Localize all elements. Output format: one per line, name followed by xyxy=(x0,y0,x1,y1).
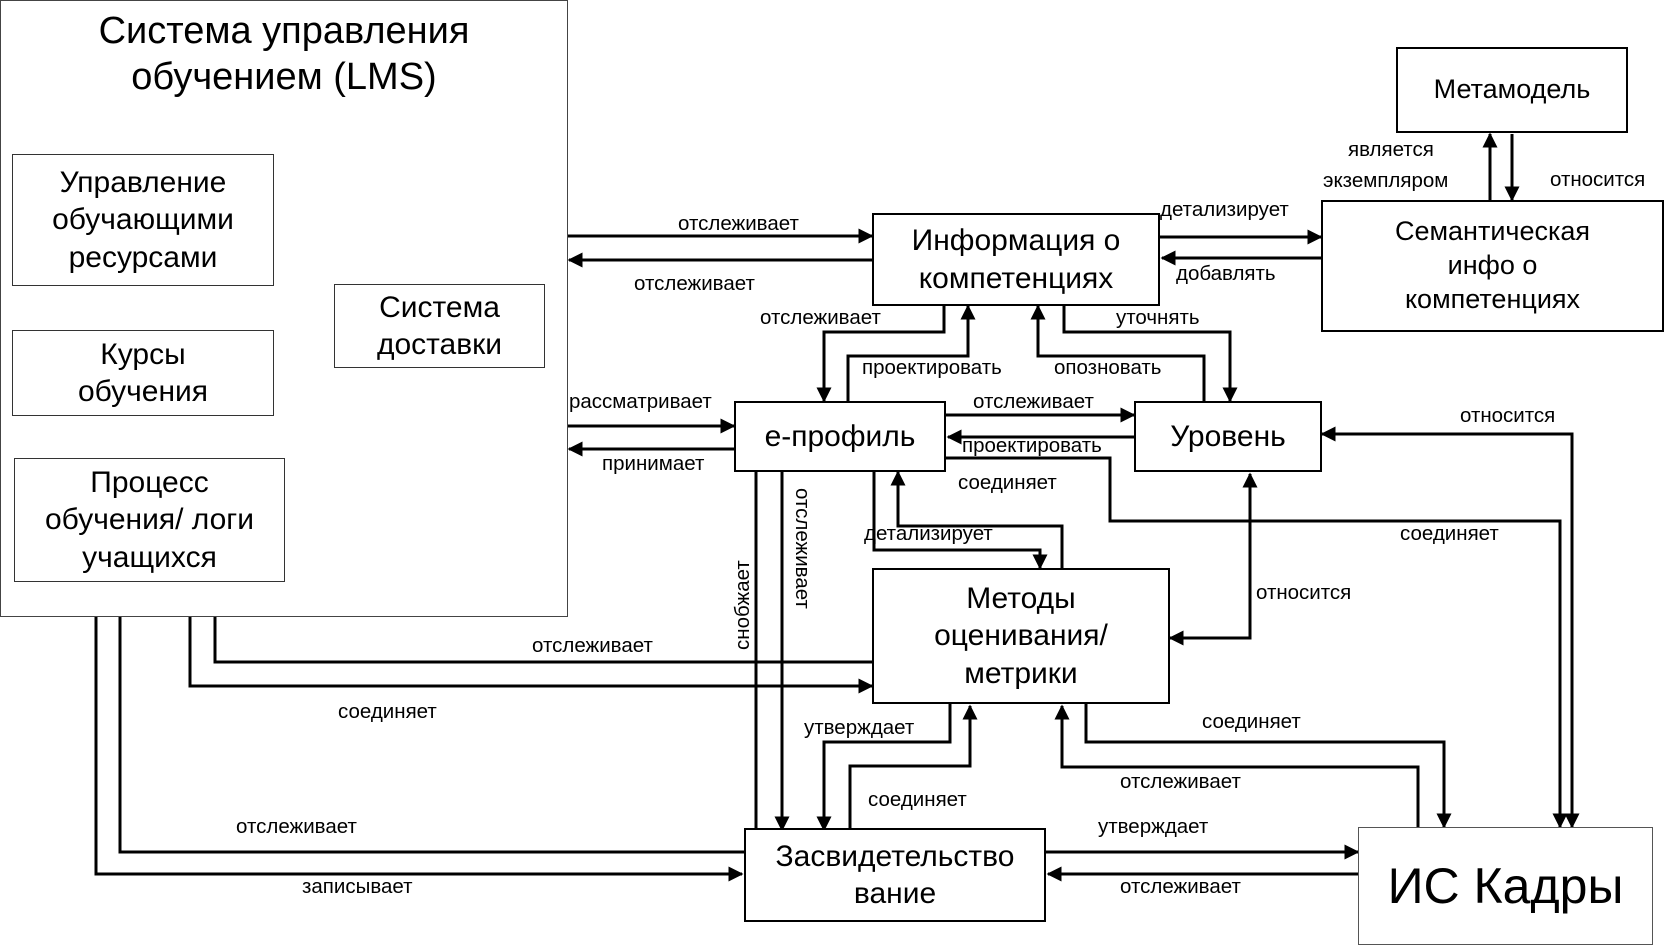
arrow-info-to-level xyxy=(1062,306,1238,403)
arrow-methods-to-kadry xyxy=(1084,704,1452,829)
arrow-kadry-to-methods xyxy=(1054,704,1420,827)
arrow-info-to-eprofile xyxy=(816,306,946,403)
label-eprofile-kadry-connect: соединяет xyxy=(1400,522,1499,545)
label-methods-cert-approve: утверждает xyxy=(804,716,915,739)
label-methods-kadry-connect: соединяет xyxy=(1202,710,1301,733)
label-eprofile-cert-lowers: снобжает xyxy=(731,560,754,650)
label-cert-kadry-approve: утверждает xyxy=(1098,815,1209,838)
resources-box: Управление обучающими ресурсами xyxy=(12,154,274,286)
label-methods-process-track: отслеживает xyxy=(532,634,653,657)
label-process-methods-connect: соединяет xyxy=(338,700,437,723)
label-meta-relates: относится xyxy=(1550,168,1646,191)
arrow-level-kadry xyxy=(1320,426,1580,829)
eprofile-box: е-профиль xyxy=(734,401,946,472)
arrow-level-methods xyxy=(1168,472,1258,646)
arrow-cert-to-methods xyxy=(848,704,978,830)
delivery-box: Система доставки xyxy=(334,284,545,368)
label-process-cert-records: записывает xyxy=(302,875,413,898)
label-eprofile-methods-detail: детализирует xyxy=(864,522,993,545)
arrow-level-to-info xyxy=(1030,304,1206,401)
label-lms-info-track: отслеживает xyxy=(678,212,799,235)
courses-box: Курсы обучения xyxy=(12,330,274,416)
arrow-eprofile-to-methods xyxy=(872,472,1048,570)
label-level-info-evaluate: опозновать xyxy=(1054,356,1162,379)
arrow-eprofile-to-kadry xyxy=(946,456,1568,829)
arrow-cert-to-process xyxy=(112,584,744,854)
kadry-box: ИС Кадры xyxy=(1358,827,1653,945)
arrow-process-to-cert xyxy=(94,582,744,882)
process-box: Процесс обучения/ логи учащихся xyxy=(14,458,285,582)
label-info-level-refine: уточнять xyxy=(1116,306,1200,329)
arrow-methods-to-cert xyxy=(816,704,952,832)
label-eprofile-cert-track: отслеживает xyxy=(791,488,814,609)
label-cert-process-track: отслеживает xyxy=(236,815,357,838)
label-cert-methods-connect: соединяет xyxy=(868,788,967,811)
info-box: Информация о компетенциях xyxy=(872,213,1160,306)
cert-box: Засвидетельство вание xyxy=(744,828,1046,922)
label-level-kadry-relates: относится xyxy=(1460,404,1556,427)
label-lms-eprofile-considers: рассматривает xyxy=(569,390,712,413)
label-eprofile-info-design: проектировать xyxy=(862,356,1002,379)
label-eprofile-lms-accepts: принимает xyxy=(602,452,705,475)
arrow-eprofile-to-info xyxy=(846,304,976,401)
label-meta-instance-1: является xyxy=(1348,138,1434,161)
label-info-semantic-detail: детализирует xyxy=(1160,198,1289,221)
label-semantic-info-add: добавлять xyxy=(1176,262,1276,285)
label-info-lms-track: отслеживает xyxy=(634,272,755,295)
semantic-box: Семантическая инфо о компетенциях xyxy=(1321,200,1664,332)
level-box: Уровень xyxy=(1134,401,1322,472)
label-eprofile-level-track: отслеживает xyxy=(973,390,1094,413)
label-level-eprofile-design: проектировать xyxy=(962,434,1102,457)
label-kadry-cert-track: отслеживает xyxy=(1120,875,1241,898)
label-meta-instance-2: экземпляром xyxy=(1323,169,1449,192)
label-kadry-methods-track: отслеживает xyxy=(1120,770,1241,793)
arrow-methods-to-eprofile xyxy=(890,470,1064,568)
methods-box: Методы оценивания/ метрики xyxy=(872,568,1170,704)
metamodel-box: Метамодель xyxy=(1396,47,1628,133)
label-level-methods-relates: относится xyxy=(1256,581,1352,604)
label-methods-eprofile-connect: соединяет xyxy=(958,471,1057,494)
label-info-eprofile-track: отслеживает xyxy=(760,306,881,329)
